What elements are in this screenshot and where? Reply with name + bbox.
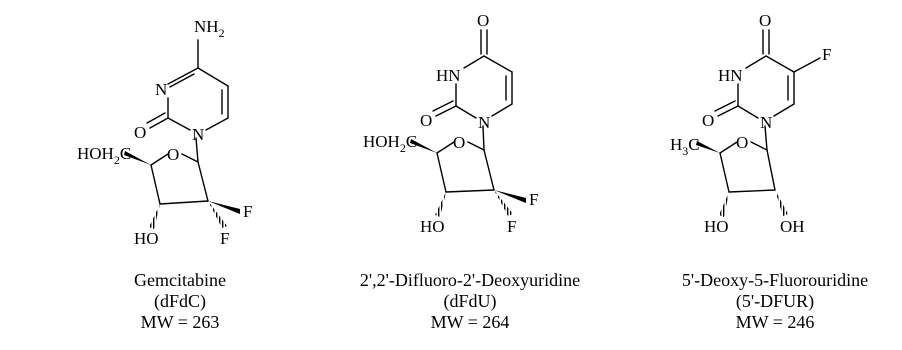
fluorine-label-2: F (507, 217, 516, 236)
ring-oxygen-label: O (453, 133, 465, 152)
molecular-weight: MW = 264 (430, 312, 510, 332)
amine-label: NH2 (194, 17, 225, 40)
top-oxygen-label: O (759, 11, 771, 30)
n1-label: N (760, 113, 772, 132)
compound-abbreviation: (dFdC) (153, 291, 206, 311)
compound-name: 2',2'-Difluoro-2'-Deoxyuridine (359, 270, 581, 290)
ring-oxygen-label: O (167, 145, 179, 164)
fluorine-label-2: F (220, 229, 229, 248)
structure-dfdu: O HN N O O HOH2C HO F F (363, 11, 538, 236)
hydroxyl-label: HO (420, 217, 445, 236)
fluorine-label-1: F (529, 190, 538, 209)
n1-label: N (478, 113, 490, 132)
n1-label: N (192, 125, 204, 144)
compound-name: Gemcitabine (134, 270, 226, 290)
hydroxyl-label: HO (134, 229, 159, 248)
compound-abbreviation: (5'-DFUR) (735, 291, 815, 311)
structure-5-dfur: O HN F N O O H3C HO OH (670, 11, 831, 236)
compound-name: 5'-Deoxy-5-Fluorouridine (681, 270, 869, 290)
caption-5-dfur: 5'-Deoxy-5-Fluorouridine (5'-DFUR) MW = … (655, 270, 895, 333)
hydroxymethyl-label: HOH2C (77, 144, 131, 167)
hydroxyl-label-1: HO (704, 217, 729, 236)
top-oxygen-label: O (477, 11, 489, 30)
caption-dfdu: 2',2'-Difluoro-2'-Deoxyuridine (dFdU) MW… (345, 270, 595, 333)
molecular-weight: MW = 263 (140, 312, 220, 332)
carbonyl-oxygen-label: O (420, 111, 432, 130)
molecular-weight: MW = 246 (735, 312, 815, 332)
fluorine-label: F (822, 45, 831, 64)
carbonyl-oxygen-label: O (702, 111, 714, 130)
hn-label: HN (436, 66, 461, 85)
fluorine-label-1: F (243, 202, 252, 221)
caption-gemcitabine: Gemcitabine (dFdC) MW = 263 (100, 270, 260, 333)
hn-label: HN (718, 66, 743, 85)
hydroxymethyl-label: HOH2C (363, 132, 417, 155)
compound-abbreviation: (dFdU) (443, 291, 497, 311)
structure-gemcitabine: NH2 N N O O HOH2C HO F F (77, 17, 252, 248)
ring-nitrogen-label: N (155, 80, 167, 99)
ring-oxygen-label: O (736, 133, 748, 152)
carbonyl-oxygen-label: O (134, 123, 146, 142)
hydroxyl-label-2: OH (780, 217, 805, 236)
methyl-label: H3C (670, 135, 700, 158)
